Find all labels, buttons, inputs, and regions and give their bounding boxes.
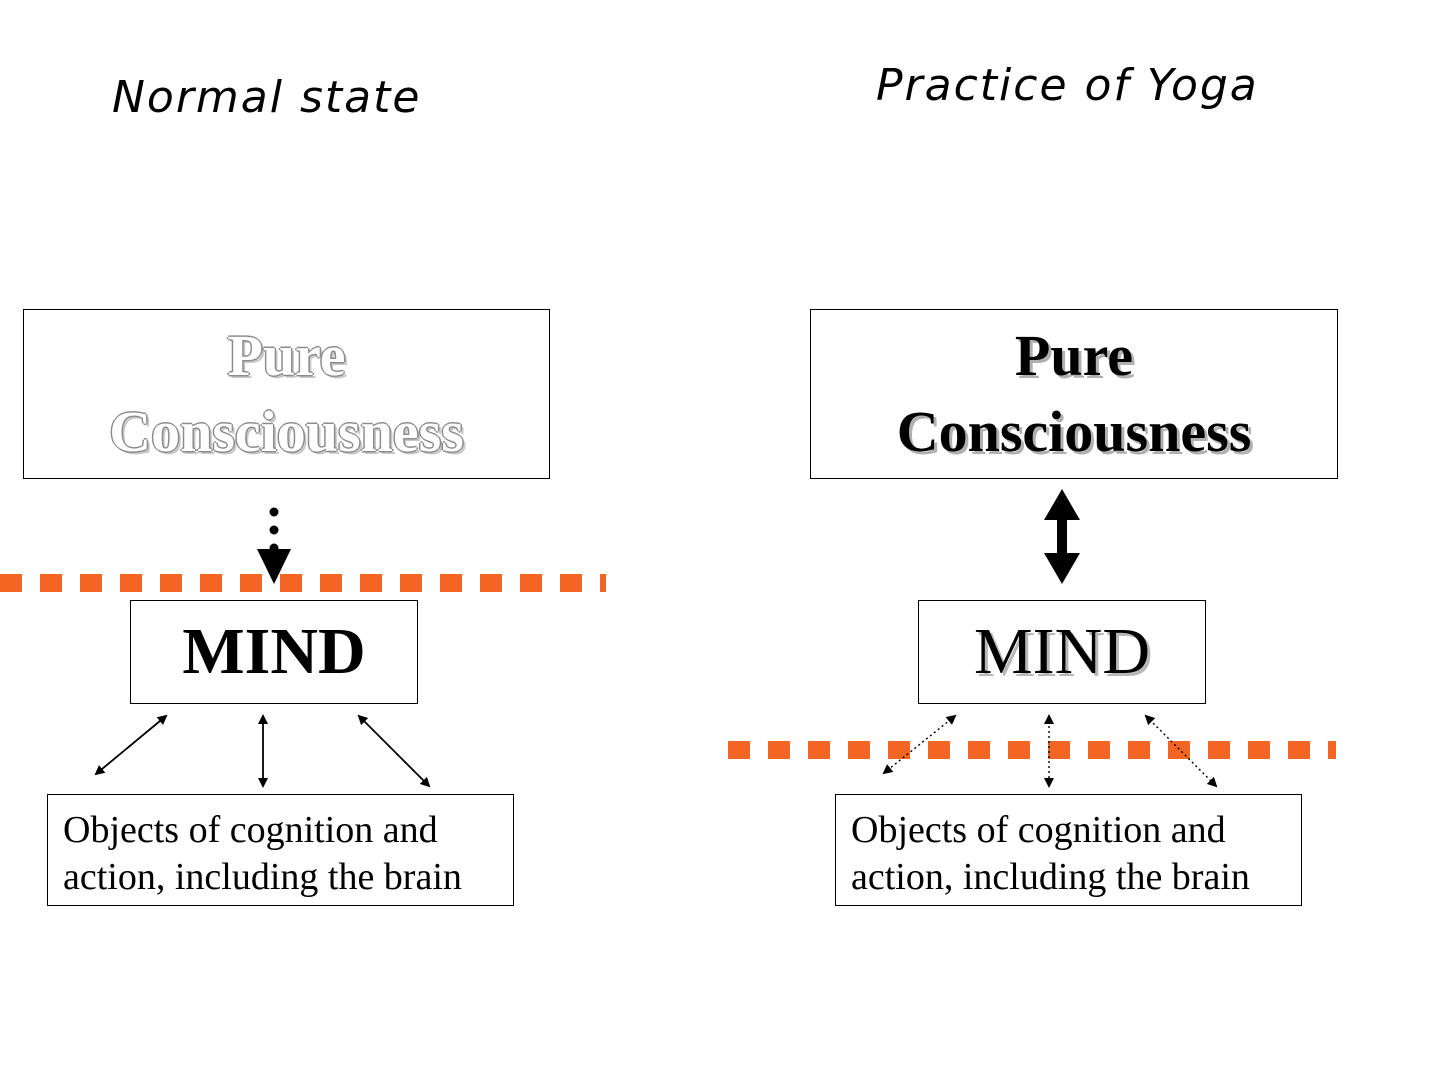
- right-objects-box: Objects of cognition and action, includi…: [835, 794, 1302, 906]
- left-pure-consciousness-box: Pure Consciousness: [23, 309, 550, 479]
- left-mind-label: MIND: [182, 615, 366, 688]
- left-arrow-diag-right: [357, 714, 431, 788]
- right-arrow-diag-left: [882, 714, 957, 775]
- right-mind-label: MIND: [974, 615, 1150, 688]
- right-mind-box: MIND: [918, 600, 1206, 704]
- right-pure-consciousness-box: Pure Consciousness: [810, 309, 1338, 479]
- left-objects-box: Objects of cognition and action, includi…: [47, 794, 514, 906]
- left-arrow-diag-left: [94, 714, 168, 776]
- right-panel-title: Practice of Yoga: [876, 60, 1259, 111]
- right-objects-line-1: Objects of cognition and: [851, 809, 1226, 851]
- left-pure-consciousness-line-1: Pure: [227, 323, 346, 388]
- left-pure-consciousness-line-2: Consciousness: [109, 399, 464, 464]
- right-objects-line-2: action, including the brain: [851, 856, 1250, 898]
- left-objects-line-1: Objects of cognition and: [63, 809, 438, 851]
- left-objects-line-2: action, including the brain: [63, 856, 462, 898]
- left-panel-title: Normal state: [112, 72, 422, 123]
- right-pure-consciousness-line-1: Pure: [1014, 323, 1134, 388]
- left-dotted-down-arrow: [257, 507, 291, 584]
- right-arrow-diag-right: [1144, 714, 1218, 788]
- right-pure-consciousness-line-2: Consciousness: [896, 399, 1252, 464]
- right-bold-double-arrow: [1044, 489, 1080, 584]
- left-mind-box: MIND: [130, 600, 418, 704]
